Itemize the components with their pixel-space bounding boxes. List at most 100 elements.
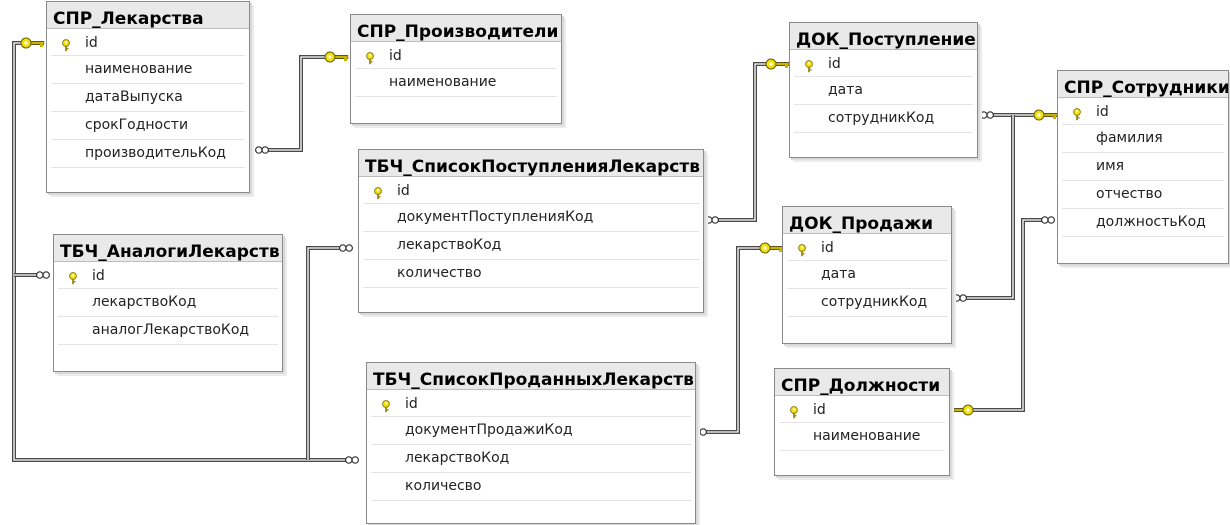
many-end-icon <box>338 244 347 252</box>
primary-key-icon <box>68 270 78 285</box>
primary-key-icon <box>373 185 383 200</box>
primary-key-icon <box>804 58 814 73</box>
primary-key-column[interactable]: id <box>787 237 947 261</box>
column-name: id <box>405 396 418 412</box>
column-name: лекарствоКод <box>397 237 502 253</box>
primary-key-icon <box>365 50 375 65</box>
table-title: СПР_Должности <box>775 369 949 396</box>
column-name: имя <box>1096 158 1125 174</box>
table-title: СПР_Сотрудники <box>1058 71 1228 98</box>
column-row[interactable]: наименование <box>779 423 945 451</box>
column-row[interactable]: должностьКод <box>1062 209 1224 237</box>
table-title: ДОК_Продажи <box>783 207 951 234</box>
one-end-key-icon <box>20 37 45 49</box>
column-name: id <box>813 402 826 418</box>
column-name: фамилия <box>1096 130 1163 146</box>
column-row[interactable]: документПродажиКод <box>371 417 691 445</box>
column-row[interactable]: количесво <box>371 473 691 501</box>
column-name: количество <box>397 265 482 281</box>
primary-key-column[interactable]: id <box>355 45 557 69</box>
column-row[interactable]: сотрудникКод <box>787 289 947 317</box>
primary-key-column[interactable]: id <box>779 399 945 423</box>
column-name: сотрудникКод <box>828 110 935 126</box>
column-name: дата <box>828 82 863 98</box>
column-row[interactable]: отчество <box>1062 181 1224 209</box>
column-name: документПоступленияКод <box>397 209 594 225</box>
column-row[interactable]: лекарствоКод <box>371 445 691 473</box>
link-post-doc <box>708 62 789 222</box>
one-end-key-icon <box>759 242 784 254</box>
column-name: наименование <box>85 61 193 77</box>
one-end-key-icon <box>1033 109 1058 121</box>
column-name: должностьКод <box>1096 214 1206 230</box>
column-name: отчество <box>1096 186 1163 202</box>
column-list: id лекарствоКод аналогЛекарствоКод <box>58 265 278 345</box>
primary-key-column[interactable]: id <box>51 32 245 56</box>
many-end-icon <box>344 456 353 464</box>
table-title: СПР_Производители <box>351 15 561 42</box>
column-row[interactable]: количество <box>363 260 699 288</box>
column-list: id дата сотрудникКод <box>794 53 973 133</box>
column-row[interactable]: датаВыпуска <box>51 84 245 112</box>
column-name: производительКод <box>85 145 226 161</box>
link-sotr-dolzh <box>948 218 1047 412</box>
column-row[interactable]: аналогЛекарствоКод <box>58 317 278 345</box>
primary-key-column[interactable]: id <box>794 53 973 77</box>
link-lek-proizv <box>258 55 348 152</box>
column-name: id <box>397 183 410 199</box>
many-end-icon <box>704 216 713 224</box>
primary-key-column[interactable]: id <box>363 180 699 204</box>
one-end-key-icon <box>949 404 974 416</box>
column-row[interactable]: документПоступленияКод <box>363 204 699 232</box>
primary-key-icon <box>797 242 807 257</box>
table-title: ТБЧ_СписокПоступленияЛекарств <box>359 150 703 177</box>
column-list: id наименование <box>355 45 557 97</box>
column-name: id <box>828 56 841 72</box>
primary-key-icon <box>1072 106 1082 121</box>
primary-key-icon <box>789 404 799 419</box>
primary-key-icon <box>61 37 71 52</box>
column-row[interactable]: сотрудникКод <box>794 105 973 133</box>
many-end-icon <box>979 111 988 119</box>
column-row[interactable]: дата <box>787 261 947 289</box>
column-name: сотрудникКод <box>821 294 928 310</box>
column-name: id <box>92 268 105 284</box>
column-name: документПродажиКод <box>405 422 573 438</box>
column-row[interactable]: имя <box>1062 153 1224 181</box>
column-row[interactable]: дата <box>794 77 973 105</box>
column-row[interactable]: наименование <box>355 69 557 97</box>
column-list: id документПродажиКод лекарствоКод количесв… <box>371 393 691 501</box>
column-name: лекарствоКод <box>405 450 510 466</box>
many-end-icon <box>35 271 44 279</box>
primary-key-column[interactable]: id <box>371 393 691 417</box>
many-end-icon <box>952 294 961 302</box>
primary-key-column[interactable]: id <box>1062 101 1224 125</box>
column-row[interactable]: фамилия <box>1062 125 1224 153</box>
one-end-key-icon <box>765 58 790 70</box>
column-row[interactable]: срокГодности <box>51 112 245 140</box>
column-row[interactable]: производительКод <box>51 140 245 168</box>
one-end-key-icon <box>324 51 349 63</box>
column-name: id <box>821 240 834 256</box>
link-lek-spisok-post <box>306 246 342 460</box>
primary-key-column[interactable]: id <box>58 265 278 289</box>
primary-key-icon <box>381 398 391 413</box>
column-row[interactable]: лекарствоКод <box>363 232 699 260</box>
many-end-icon <box>1041 216 1049 224</box>
column-name: наименование <box>389 74 497 90</box>
column-name: наименование <box>813 428 921 444</box>
column-name: id <box>85 35 98 51</box>
column-row[interactable]: лекарствоКод <box>58 289 278 317</box>
column-row[interactable]: наименование <box>51 56 245 84</box>
column-name: аналогЛекарствоКод <box>92 322 250 338</box>
